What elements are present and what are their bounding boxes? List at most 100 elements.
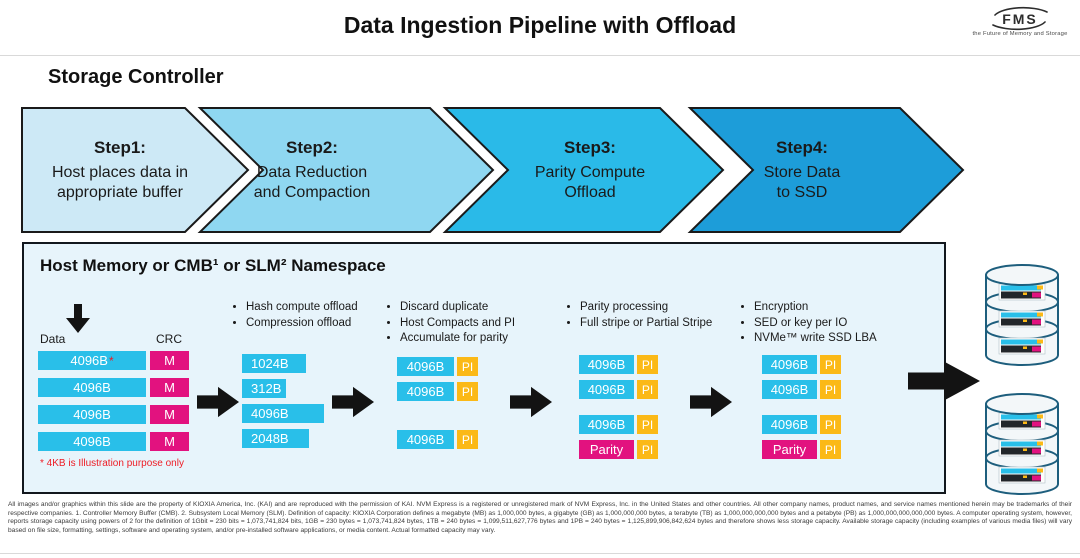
data-block: 1024B (242, 354, 306, 373)
stage4-row: 4096B PI (579, 355, 658, 374)
stage3-bullet-list: Discard duplicate Host Compacts and PI A… (386, 300, 565, 347)
namespace-title: Host Memory or CMB¹ or SLM² Namespace (40, 256, 386, 275)
row-spacer (579, 405, 658, 409)
data-block: 4096B (397, 357, 454, 376)
stage1-row: 4096B* M (38, 351, 189, 370)
chevron-step4 (687, 107, 965, 233)
step1-desc: Host places data in appropriate buffer (51, 164, 189, 201)
data-block: 4096B (762, 380, 817, 399)
ssd-stack-icon (985, 393, 1059, 495)
crc-block: M (150, 432, 189, 451)
data-column-label: Data (40, 332, 66, 346)
stage4-bullet-list: Parity processing Full stripe or Partial… (566, 300, 755, 331)
page-title: Data Ingestion Pipeline with Offload (343, 12, 737, 38)
stage4-blocks: 4096B PI 4096B PI 4096B PI Parity PI (579, 355, 658, 459)
data-block: 4096B (38, 405, 146, 424)
pi-block: PI (457, 430, 478, 449)
pi-block: PI (637, 440, 658, 459)
crc-block: M (150, 405, 189, 424)
fms-logo-mark-icon: FMS (992, 6, 1048, 31)
pi-block: PI (637, 380, 658, 399)
stage1-row: 4096B M (38, 432, 189, 451)
bullet-item: Accumulate for parity (400, 331, 565, 347)
flow-arrow-icon (510, 386, 552, 418)
chevron-step3 (442, 107, 725, 233)
bullet-item: Hash compute offload (246, 300, 404, 316)
step-chevrons (21, 107, 965, 233)
step4-label: Step4: Store Data to SSD (702, 138, 902, 203)
pi-block: PI (820, 380, 841, 399)
flow-arrow-to-ssd-icon (908, 361, 980, 401)
bullet-item: Parity processing (580, 300, 755, 316)
step3-title: Step3: (564, 138, 616, 157)
bullet-item: SED or key per IO (754, 316, 929, 332)
stage5-bullet-list: Encryption SED or key per IO NVMe™ write… (740, 300, 929, 347)
row-spacer (397, 407, 478, 424)
crc-block: M (150, 351, 189, 370)
footer-divider (0, 553, 1080, 554)
stage4-row: 4096B PI (579, 415, 658, 434)
chevron-step2 (197, 107, 495, 233)
data-block: 4096B (397, 430, 454, 449)
bullet-item: Encryption (754, 300, 929, 316)
ingress-down-arrow-icon (66, 304, 90, 333)
stage3-row: 4096B PI (397, 382, 478, 401)
data-block-label: 4096B (70, 353, 108, 368)
stage5-row: Parity PI (762, 440, 841, 459)
data-block: 4096B (762, 355, 817, 374)
data-block: 4096B (38, 378, 146, 397)
stage4-row: Parity PI (579, 440, 658, 459)
pi-block: PI (457, 357, 478, 376)
crc-block: M (150, 378, 189, 397)
stage2-blocks: 1024B 312B 4096B 2048B (242, 354, 324, 448)
pi-block: PI (820, 415, 841, 434)
step2-desc: Data Reduction and Compaction (253, 164, 371, 201)
data-block: 312B (242, 379, 286, 398)
step4-desc: Store Data to SSD (763, 164, 841, 201)
section-title: Storage Controller (48, 66, 224, 88)
parity-block: Parity (762, 440, 817, 459)
step1-title: Step1: (94, 138, 146, 157)
data-block: 4096B (38, 432, 146, 451)
step2-title: Step2: (286, 138, 338, 157)
data-block: 4096B (397, 382, 454, 401)
flow-arrow-icon (690, 386, 732, 418)
step1-label: Step1: Host places data in appropriate b… (20, 138, 220, 203)
pi-block: PI (637, 415, 658, 434)
stage1-blocks: 4096B* M 4096B M 4096B M 4096B M (38, 351, 189, 451)
stage2-bullet-list: Hash compute offload Compression offload (232, 300, 404, 331)
data-block: 4096B (579, 415, 634, 434)
bullet-item: Compression offload (246, 316, 404, 332)
bullet-item: Discard duplicate (400, 300, 565, 316)
fms-logo-tagline: the Future of Memory and Storage (972, 31, 1068, 37)
data-block: 4096B (762, 415, 817, 434)
ssd-stack-icon (985, 264, 1059, 366)
data-block: 4096B (579, 380, 634, 399)
data-block: 4096B (242, 404, 324, 423)
stage5-blocks: 4096B PI 4096B PI 4096B PI Parity PI (762, 355, 841, 459)
bullet-item: Host Compacts and PI (400, 316, 565, 332)
stage1-row: 4096B M (38, 378, 189, 397)
chevron-step1 (21, 107, 250, 233)
pi-block: PI (457, 382, 478, 401)
data-block: 2048B (242, 429, 309, 448)
crc-column-label: CRC (156, 332, 182, 346)
step4-title: Step4: (776, 138, 828, 157)
stage3-blocks: 4096B PI 4096B PI 4096B PI (397, 357, 478, 449)
namespace-box: Host Memory or CMB¹ or SLM² Namespace Da… (22, 242, 946, 494)
row-spacer (762, 405, 841, 409)
stage3-row: 4096B PI (397, 357, 478, 376)
data-block: 4096B (579, 355, 634, 374)
step3-desc: Parity Compute Offload (534, 164, 646, 201)
fms-logo-text: FMS (1002, 11, 1038, 27)
parity-block: Parity (579, 440, 634, 459)
stage5-row: 4096B PI (762, 415, 841, 434)
step2-label: Step2: Data Reduction and Compaction (212, 138, 412, 203)
stage5-row: 4096B PI (762, 355, 841, 374)
stage1-row: 4096B M (38, 405, 189, 424)
flow-arrow-icon (197, 386, 239, 418)
legal-disclaimer: All images and/or graphics within this s… (8, 501, 1072, 535)
fms-logo: FMS the Future of Memory and Storage (972, 5, 1068, 37)
red-asterisk: * (108, 353, 114, 368)
